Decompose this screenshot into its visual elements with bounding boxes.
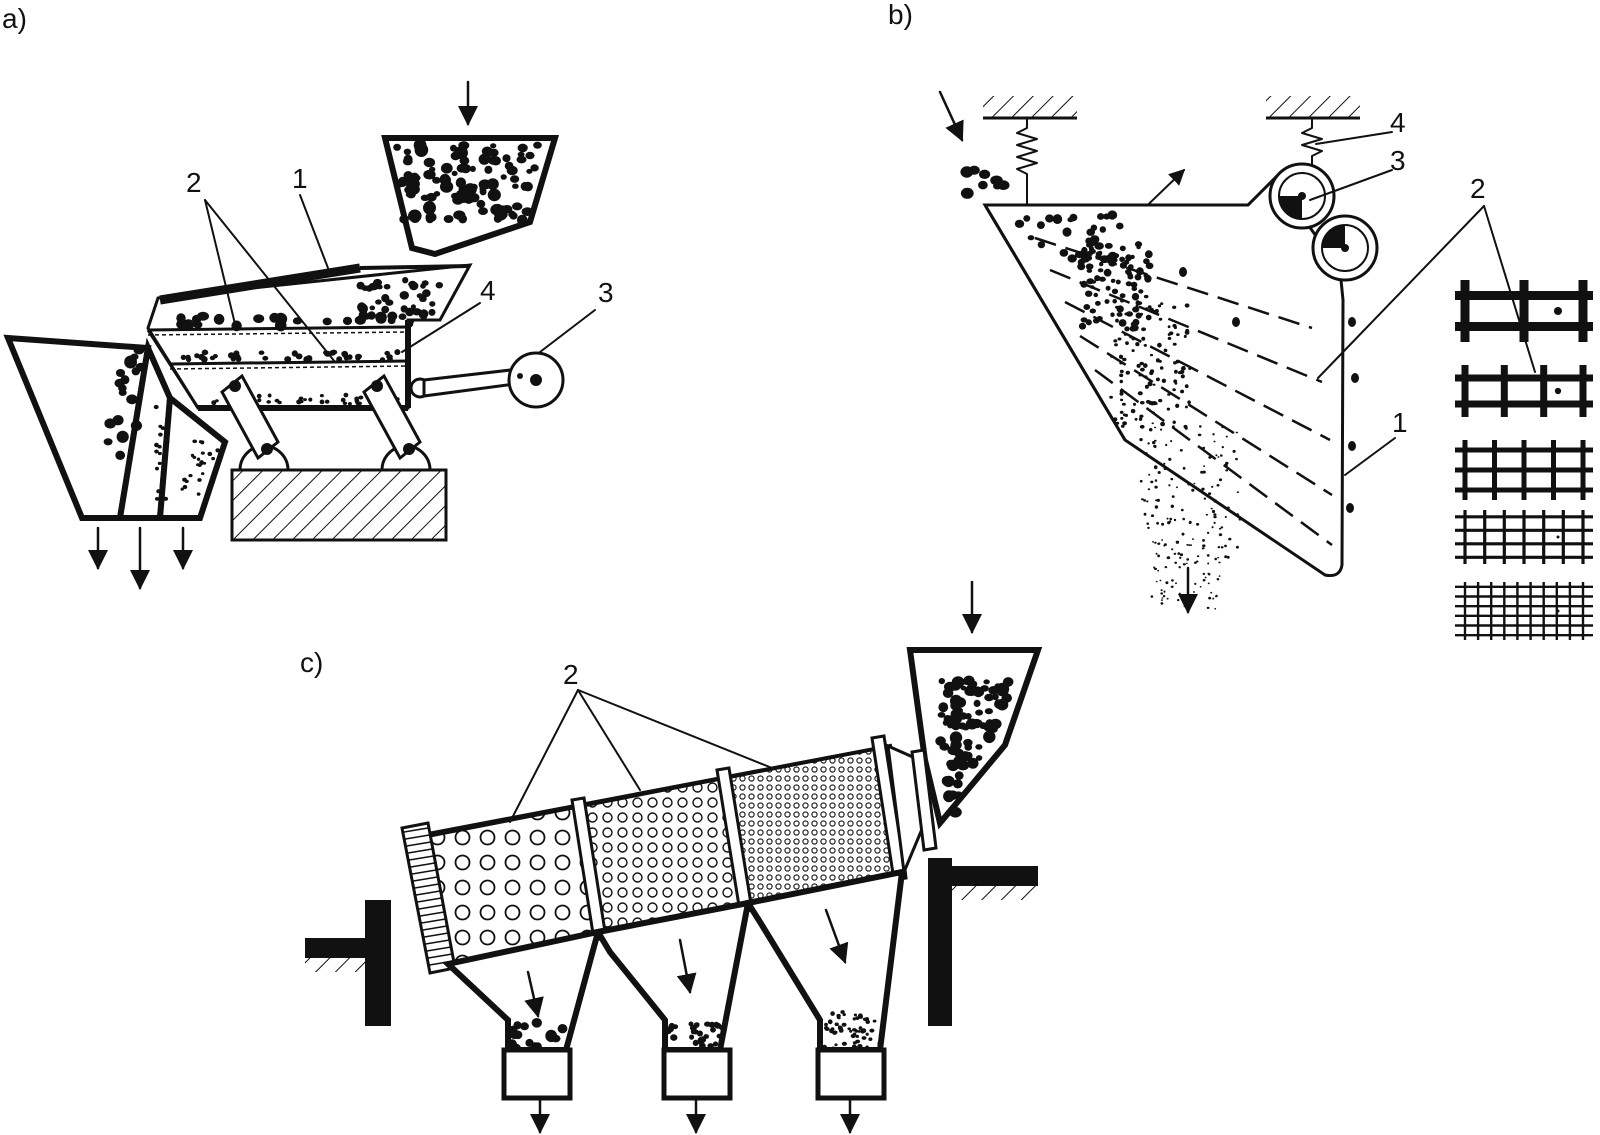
screen-a-material <box>176 277 443 406</box>
discharge-hoppers-c <box>441 868 906 1134</box>
callout-c-2: 2 <box>563 659 579 690</box>
mesh-samples-b <box>1455 280 1593 640</box>
screen-deck-lower <box>169 359 409 366</box>
drum-supports-c <box>305 858 1038 1026</box>
callouts-b: 4 3 2 1 <box>1309 107 1536 476</box>
support-links-a <box>220 373 448 542</box>
callout-a-1: 1 <box>292 163 308 194</box>
chute-a-material <box>103 345 220 501</box>
callout-a-3: 3 <box>598 277 614 308</box>
screen-housing-b <box>982 175 1345 577</box>
eccentric-drive-a <box>409 351 565 409</box>
callout-b-1: 1 <box>1392 407 1408 438</box>
callout-b-4: 4 <box>1390 107 1406 138</box>
panel-b-inclined-screen: b) <box>888 0 1593 640</box>
panel-b-label: b) <box>888 0 913 30</box>
discharge-chutes-a <box>3 334 229 590</box>
callouts-a: 2 1 4 3 <box>186 163 614 363</box>
callout-a-4: 4 <box>480 275 496 306</box>
panel-a-label: a) <box>2 3 27 34</box>
trommel-drum-c <box>400 734 938 975</box>
feed-hopper-a <box>381 135 560 258</box>
screen-b-material <box>960 165 1359 610</box>
callout-b-2: 2 <box>1470 173 1486 204</box>
spring-suspension-b <box>983 96 1360 205</box>
callouts-c: 2 <box>509 659 773 823</box>
hopper-a-material <box>393 138 542 226</box>
vibrator-motors-b <box>1268 162 1379 282</box>
feed-arrow-b <box>938 90 964 142</box>
panel-c-label: c) <box>300 647 323 678</box>
callout-a-2: 2 <box>186 167 202 198</box>
callout-b-3: 3 <box>1390 145 1406 176</box>
panel-a-vibrating-screen: a) <box>2 3 614 590</box>
feed-hopper-c <box>906 647 1043 830</box>
panel-c-trommel-screen: c) <box>300 580 1043 1134</box>
